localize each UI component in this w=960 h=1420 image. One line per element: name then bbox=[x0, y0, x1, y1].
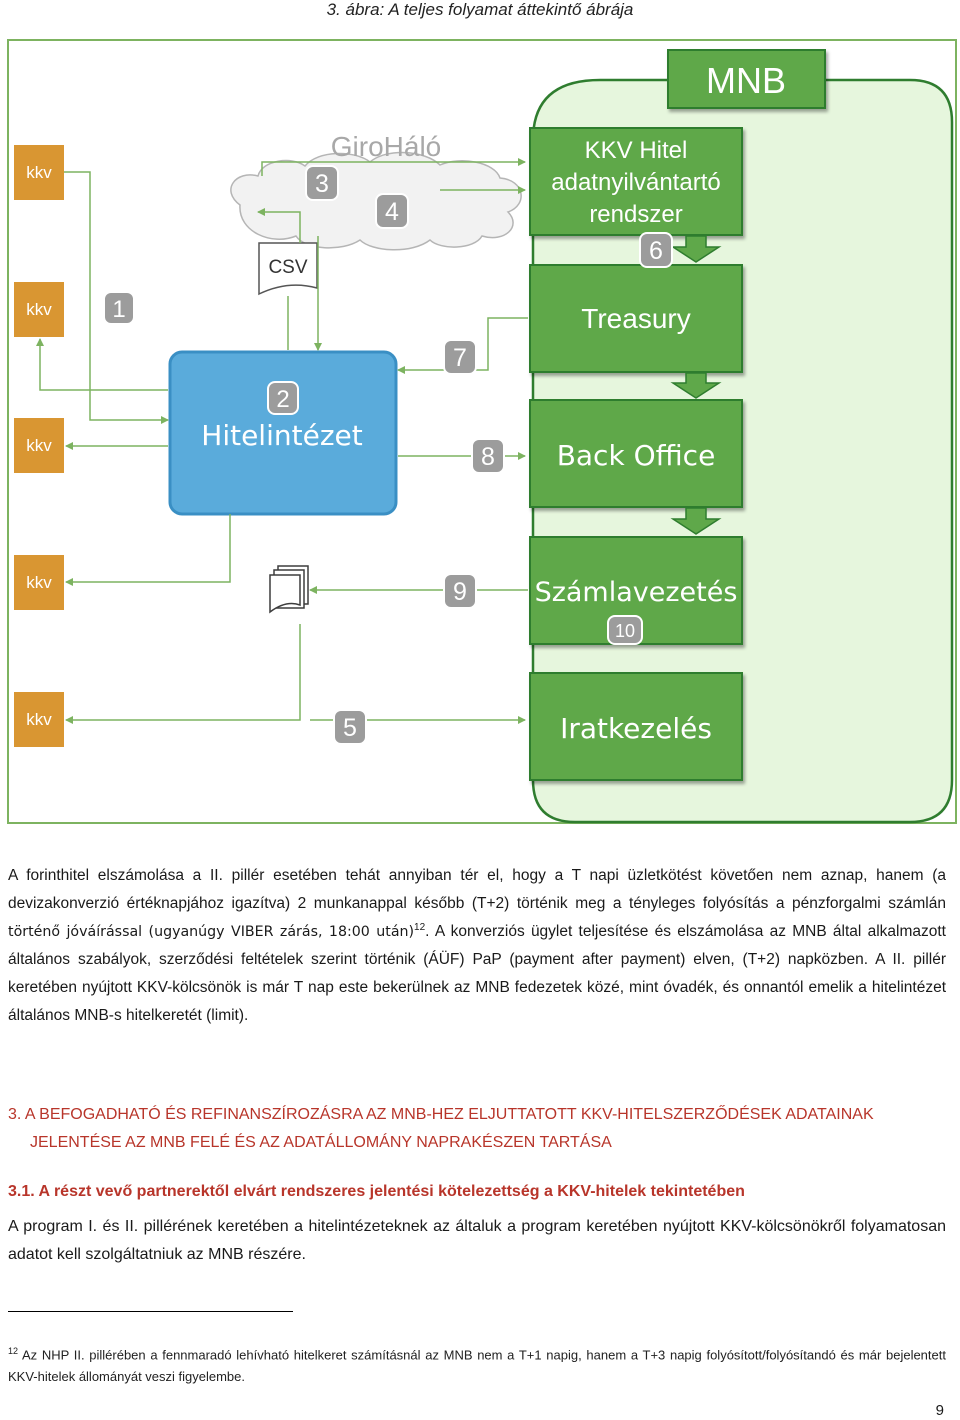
kkv-label-5: kkv bbox=[26, 710, 52, 729]
kkv-box-3 bbox=[14, 418, 64, 473]
document-stack-icon bbox=[269, 565, 309, 614]
step-label-9: 9 bbox=[453, 578, 467, 606]
kkv-hitel-system-label-3: rendszer bbox=[589, 201, 682, 228]
kkv-label-2: kkv bbox=[26, 300, 52, 319]
step-badge-5 bbox=[333, 709, 367, 745]
section-3-number: 3. bbox=[8, 1106, 22, 1123]
step-label-8: 8 bbox=[481, 443, 495, 471]
girohalo-label: GiroHáló bbox=[331, 131, 441, 162]
step-badge-4 bbox=[375, 193, 409, 229]
step-badge-7 bbox=[443, 339, 477, 375]
kkv-box-5 bbox=[14, 692, 64, 747]
kkv-box-4 bbox=[14, 555, 64, 610]
section-3-heading-line2: JELENTÉSE AZ MNB FELÉ ÉS AZ ADATÁLLOMÁNY… bbox=[30, 1129, 612, 1157]
step-badge-6 bbox=[639, 232, 673, 268]
hitelintezet-label: Hitelintézet bbox=[201, 419, 362, 452]
body-paragraph-1: A forinthitel elszámolása a II. pillér e… bbox=[8, 862, 946, 1030]
step-badges: 1 2 3 4 5 6 7 8 9 10 bbox=[103, 165, 673, 745]
kkv-label-4: kkv bbox=[26, 573, 52, 592]
szamlavezetes-label: Számlavezetés bbox=[535, 577, 738, 608]
back-office-box bbox=[529, 399, 743, 508]
step-badge-9 bbox=[443, 573, 477, 609]
kkv-label-1: kkv bbox=[26, 163, 52, 182]
step-badge-8 bbox=[471, 438, 505, 474]
footnote-12: 12 Az NHP II. pillérében a fennmaradó le… bbox=[8, 1340, 946, 1388]
kkv-boxes: kkv kkv kkv kkv kkv bbox=[14, 145, 64, 747]
page-number: 9 bbox=[935, 1402, 944, 1419]
step-label-1: 1 bbox=[112, 296, 125, 323]
para1-text-c: . A konverziós ügylet teljesítése és els… bbox=[8, 923, 946, 1024]
step-label-5: 5 bbox=[343, 714, 357, 742]
step-label-7: 7 bbox=[453, 344, 467, 372]
footnote-text: Az NHP II. pillérében a fennmaradó lehív… bbox=[8, 1347, 946, 1385]
hitelintezet-box bbox=[168, 350, 398, 516]
section-3-1-number: 3.1. bbox=[8, 1183, 35, 1200]
mnb-title: MNB bbox=[706, 60, 786, 101]
csv-document-icon bbox=[258, 242, 318, 296]
step-badge-2 bbox=[267, 381, 299, 415]
footnote-number: 12 bbox=[8, 1346, 19, 1356]
kkv-hitel-system-label-1: KKV Hitel bbox=[585, 137, 688, 164]
footnote-ref-12: 12 bbox=[414, 921, 426, 933]
treasury-box bbox=[529, 264, 743, 373]
kkv-box-1 bbox=[14, 145, 64, 200]
para2-text: A program I. és II. pillérének keretében… bbox=[8, 1218, 946, 1263]
body-paragraph-2: A program I. és II. pillérének keretében… bbox=[8, 1213, 946, 1269]
footnote-separator bbox=[8, 1311, 293, 1312]
para1-text-b: történő jóváírással (ugyanúgy VIBER zárá… bbox=[8, 924, 415, 940]
step-badge-3 bbox=[305, 165, 339, 201]
step-label-3: 3 bbox=[315, 170, 329, 198]
down-block-arrows bbox=[670, 235, 722, 535]
step-label-10: 10 bbox=[615, 621, 635, 641]
step-badge-10 bbox=[607, 615, 643, 645]
mnb-title-box bbox=[667, 49, 826, 109]
section-3-heading: 3. A BEFOGADHATÓ ÉS REFINANSZÍROZÁSRA AZ… bbox=[8, 1101, 874, 1129]
kkv-label-3: kkv bbox=[26, 436, 52, 455]
process-diagram: MNB KKV Hitel adatnyilvántartó rendszer … bbox=[7, 39, 957, 824]
back-office-label: Back Office bbox=[557, 439, 716, 472]
step-label-2: 2 bbox=[276, 386, 289, 413]
treasury-label: Treasury bbox=[581, 303, 690, 334]
para1-text-a: A forinthitel elszámolása a II. pillér e… bbox=[8, 867, 946, 912]
step-label-4: 4 bbox=[385, 198, 399, 226]
section-3-title-line1: A BEFOGADHATÓ ÉS REFINANSZÍROZÁSRA AZ MN… bbox=[24, 1106, 874, 1123]
step-badge-1 bbox=[103, 291, 135, 325]
section-3-title-line2: JELENTÉSE AZ MNB FELÉ ÉS AZ ADATÁLLOMÁNY… bbox=[30, 1134, 612, 1151]
iratkezeles-box bbox=[529, 672, 743, 781]
kkv-box-2 bbox=[14, 282, 64, 337]
step-label-6: 6 bbox=[649, 237, 663, 265]
section-3-1-title: A részt vevő partnerektől elvárt rendsze… bbox=[38, 1183, 745, 1200]
figure-caption: 3. ábra: A teljes folyamat áttekintő ábr… bbox=[326, 0, 634, 19]
section-3-1-heading: 3.1. A részt vevő partnerektől elvárt re… bbox=[8, 1178, 745, 1206]
kkv-hitel-system-label-2: adatnyilvántartó bbox=[551, 169, 720, 196]
iratkezeles-label: Iratkezelés bbox=[560, 712, 712, 745]
csv-label: CSV bbox=[268, 257, 307, 278]
kkv-hitel-system-box bbox=[529, 127, 743, 236]
